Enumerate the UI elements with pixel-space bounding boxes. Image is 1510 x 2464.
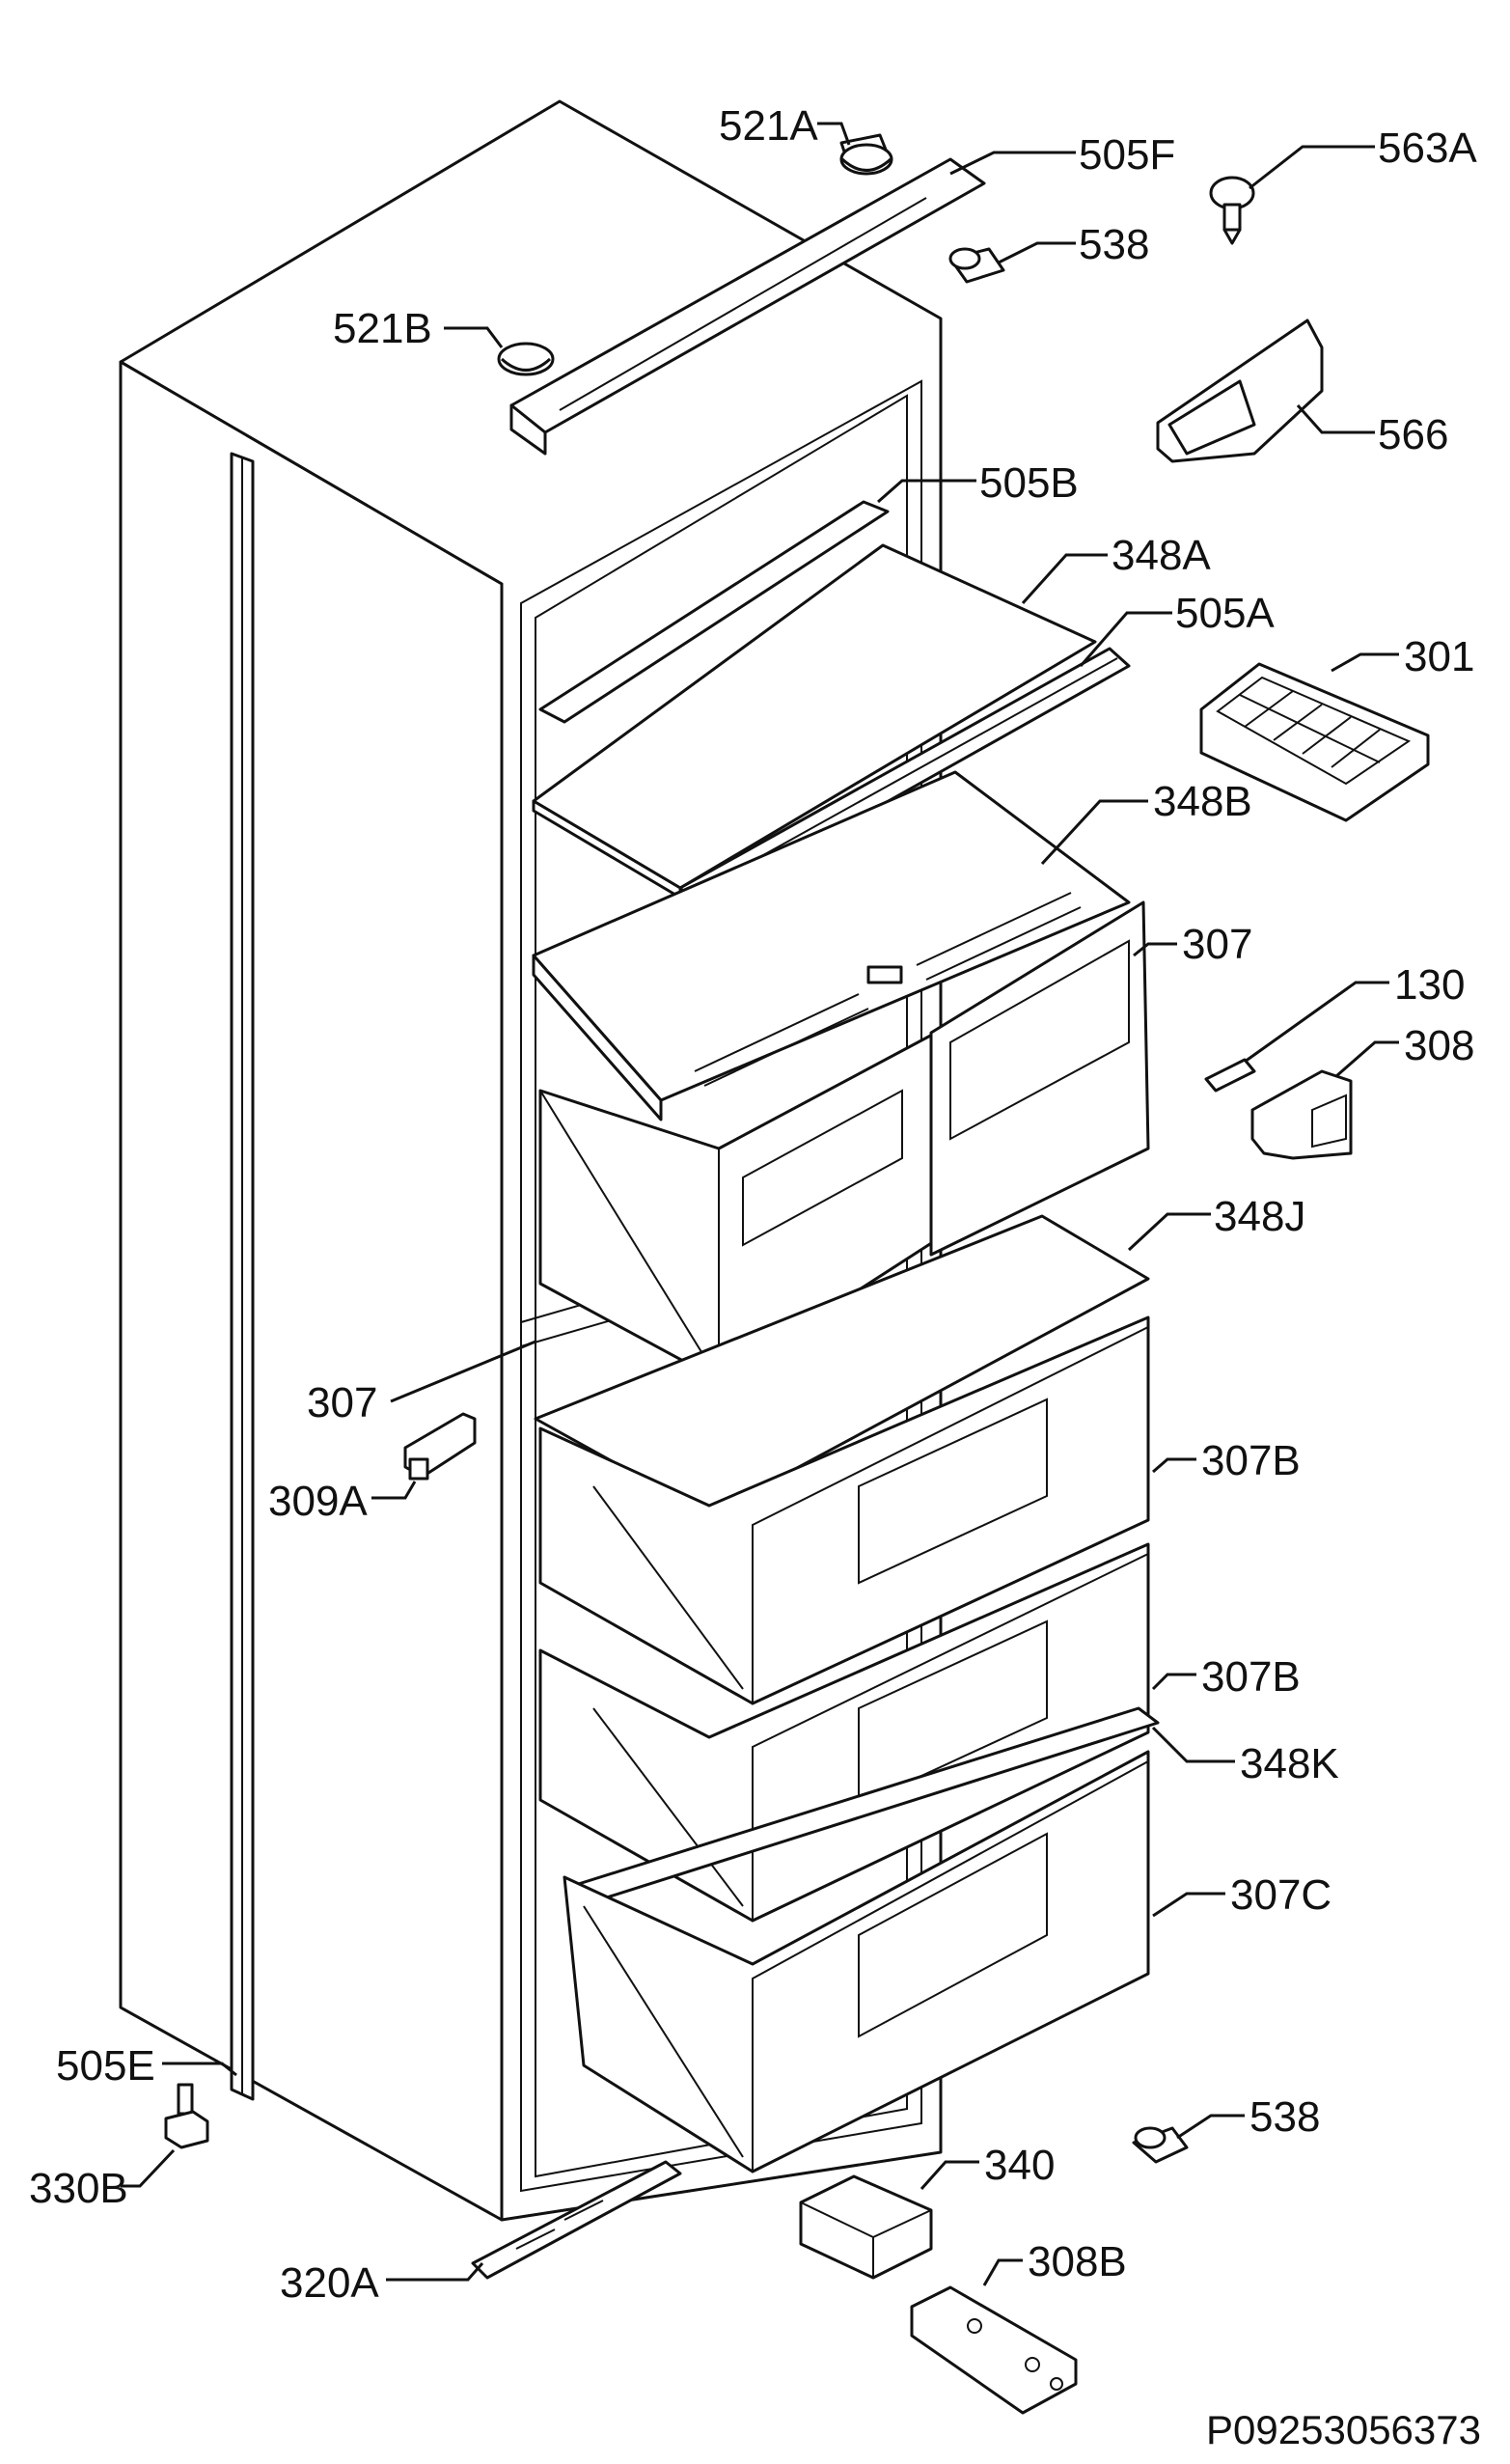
- label-348K: 348K: [1240, 1740, 1339, 1787]
- label-301: 301: [1404, 633, 1474, 680]
- hinge-pin-538-bottom: [1132, 2126, 1189, 2164]
- hinge-pin-538-top: [948, 247, 1005, 284]
- adjustable-foot-330B: [164, 2083, 209, 2149]
- label-130: 130: [1394, 961, 1465, 1009]
- support-309A: [403, 1412, 477, 1481]
- drawer-307B-lower: [538, 1542, 1150, 1923]
- upper-drawer-right-307: [929, 900, 1150, 1257]
- label-566: 566: [1378, 411, 1448, 458]
- top-rail-505F: [509, 133, 986, 456]
- label-521B: 521B: [333, 305, 432, 352]
- shelf-348B: [532, 770, 1131, 1121]
- label-309A: 309A: [268, 1478, 368, 1525]
- label-505E: 505E: [56, 2042, 155, 2090]
- ice-tray-301: [1199, 662, 1430, 822]
- block-340: [799, 2174, 933, 2280]
- label-538-bottom: 538: [1249, 2093, 1320, 2141]
- hinge-cover-521A: [839, 143, 893, 176]
- label-505A: 505A: [1175, 590, 1275, 637]
- screw-cap-563A: [1209, 176, 1255, 245]
- label-348B: 348B: [1153, 778, 1252, 825]
- bracket-566: [1156, 318, 1324, 463]
- rail-320A: [471, 2160, 682, 2280]
- label-307B-upper: 307B: [1201, 1437, 1301, 1484]
- label-505F: 505F: [1079, 131, 1175, 179]
- vents-348B: [694, 892, 1082, 1087]
- drawer-307B-upper: [538, 1315, 1150, 1705]
- reference-code: P09253056373: [1206, 2407, 1481, 2452]
- hinge-cover-521B: [497, 342, 555, 376]
- label-340: 340: [984, 2142, 1055, 2189]
- label-308: 308: [1404, 1022, 1474, 1069]
- label-307-left: 307: [307, 1379, 377, 1426]
- spacer-130: [1204, 1058, 1256, 1093]
- hinge-308: [1250, 1069, 1353, 1160]
- label-505B: 505B: [979, 459, 1079, 507]
- label-307C: 307C: [1230, 1871, 1332, 1919]
- door-seal-505E: [230, 452, 255, 2101]
- label-307B-lower: 307B: [1201, 1653, 1301, 1701]
- hinge-308B: [910, 2285, 1078, 2415]
- label-348J: 348J: [1214, 1193, 1305, 1240]
- label-330B: 330B: [29, 2165, 128, 2212]
- label-538-top: 538: [1079, 221, 1149, 268]
- leader-lines: [121, 122, 1399, 2286]
- label-307-upper: 307: [1182, 921, 1252, 968]
- label-521A: 521A: [719, 102, 818, 150]
- label-563A: 563A: [1378, 125, 1477, 172]
- drawer-307C: [563, 1750, 1150, 2173]
- rear-strip-505B: [538, 500, 890, 724]
- label-308B: 308B: [1028, 2238, 1127, 2285]
- label-320A: 320A: [280, 2259, 379, 2307]
- label-348A: 348A: [1112, 532, 1211, 579]
